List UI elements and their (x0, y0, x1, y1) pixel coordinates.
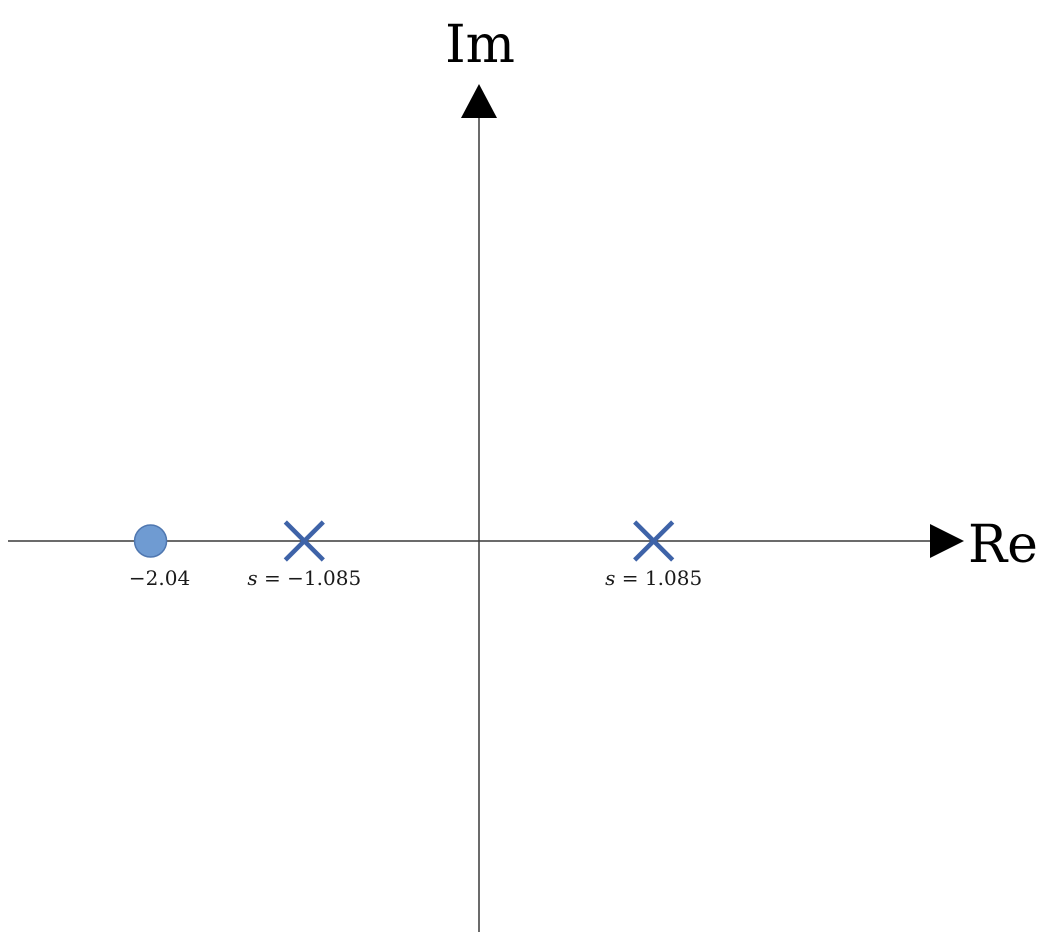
pole-label-value: = −1.085 (258, 566, 362, 590)
pole-label-variable: s (605, 566, 615, 590)
zero-marker (133, 524, 168, 558)
imaginary-axis-arrowhead (461, 84, 497, 118)
pole-marker (283, 520, 325, 562)
real-axis-arrowhead (930, 524, 964, 558)
pole-cross-stroke (633, 520, 675, 562)
pole-label-variable: s (247, 566, 257, 590)
pole-cross-stroke (283, 520, 325, 562)
zero-label: −2.04 (129, 566, 190, 590)
pole-label: s = 1.085 (605, 566, 702, 590)
real-axis-label: Re (968, 515, 1038, 575)
pole-marker (633, 520, 675, 562)
imaginary-axis-label: Im (445, 15, 515, 75)
pole-label: s = −1.085 (247, 566, 361, 590)
pole-label-value: = 1.085 (615, 566, 702, 590)
